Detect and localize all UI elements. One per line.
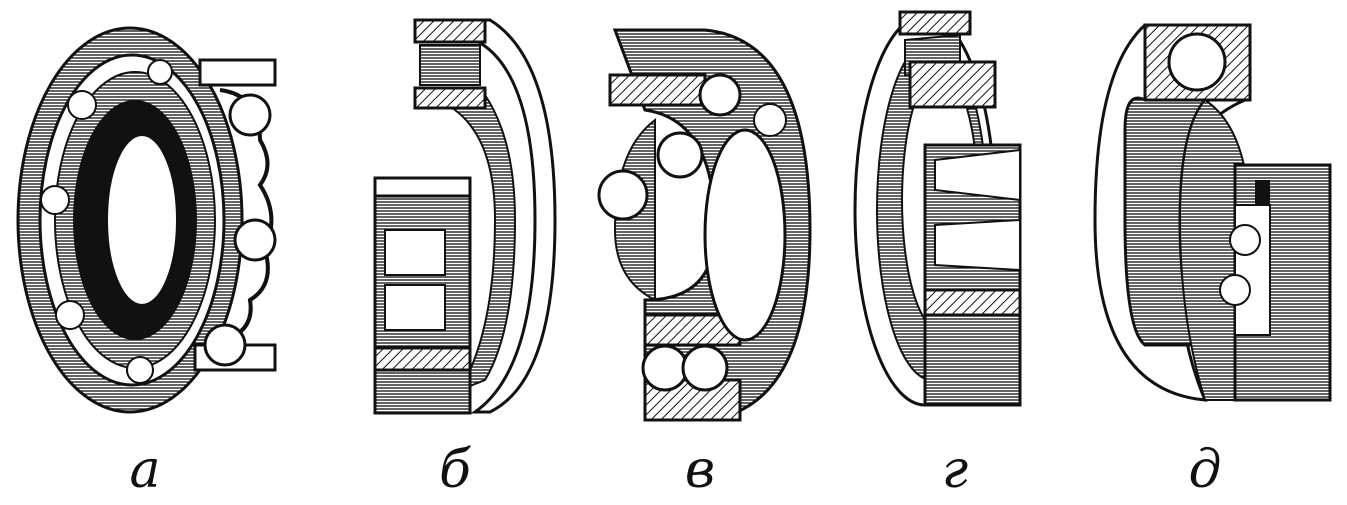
caption-v: в	[684, 440, 716, 500]
caption-g: г	[941, 440, 969, 500]
caption-b: б	[439, 440, 471, 500]
bearing-g-illustration	[850, 0, 1040, 430]
bearing-v-illustration	[595, 0, 820, 430]
bearing-a-illustration	[10, 0, 295, 430]
bearing-d-illustration	[1085, 0, 1340, 430]
bearing-b-illustration	[365, 0, 565, 430]
caption-a: а	[129, 440, 161, 500]
caption-d: д	[1188, 440, 1222, 500]
